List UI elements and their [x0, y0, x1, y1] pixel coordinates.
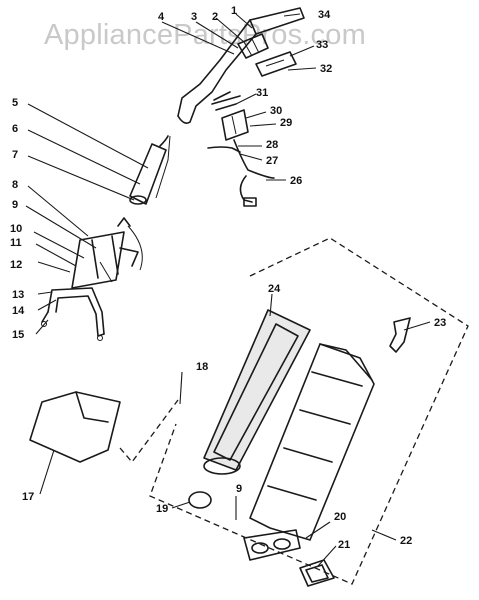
callout-9-bag: 9	[236, 483, 242, 495]
handle-bracket	[71, 217, 143, 289]
callout-labels: 1 2 3 4 5 6 7 8 9 9 10 11 12 13 14 15 17…	[10, 5, 446, 551]
callout-22: 22	[400, 535, 412, 547]
callout-33: 33	[316, 39, 328, 51]
watermark: AppliancePartsPros.com	[44, 19, 366, 51]
callout-14: 14	[12, 305, 25, 317]
callout-24: 24	[268, 283, 281, 295]
callout-7: 7	[12, 149, 18, 161]
callout-17: 17	[22, 491, 34, 503]
bag-collar	[243, 529, 301, 561]
callout-4: 4	[158, 11, 165, 23]
callout-8: 8	[12, 179, 18, 191]
leader-lines	[25, 13, 431, 567]
bag-clip	[389, 317, 411, 353]
callout-2: 2	[212, 11, 218, 23]
callout-12: 12	[10, 259, 22, 271]
callout-31: 31	[256, 87, 268, 99]
callout-19: 19	[156, 503, 168, 515]
callout-11: 11	[10, 237, 22, 249]
gasket	[299, 559, 335, 587]
inner-bag	[203, 309, 311, 475]
callout-34: 34	[318, 9, 331, 21]
callout-29: 29	[280, 117, 292, 129]
callout-21: 21	[338, 539, 350, 551]
callout-10: 10	[10, 223, 22, 235]
handle-tube	[129, 135, 171, 205]
callout-27: 27	[266, 155, 278, 167]
callout-3: 3	[191, 11, 197, 23]
callout-32: 32	[320, 63, 332, 75]
callout-28: 28	[266, 139, 278, 151]
bag-assembly-outline	[149, 237, 469, 585]
callout-26: 26	[290, 175, 302, 187]
callout-5: 5	[12, 97, 18, 109]
cover-connector	[119, 399, 179, 464]
callout-6: 6	[12, 123, 18, 135]
callout-1: 1	[231, 5, 237, 17]
callout-18: 18	[196, 361, 208, 373]
handle-grip	[177, 7, 305, 124]
ring	[188, 491, 212, 509]
cover	[29, 391, 121, 463]
callout-9: 9	[12, 199, 18, 211]
callout-15: 15	[12, 329, 24, 341]
switch-and-cord	[207, 91, 275, 207]
outer-bag	[249, 343, 375, 541]
switch-cover	[255, 51, 297, 77]
handle-bail	[41, 287, 105, 341]
callout-20: 20	[334, 511, 346, 523]
callout-30: 30	[270, 105, 282, 117]
callout-13: 13	[12, 289, 24, 301]
handle-ferrule	[237, 33, 269, 59]
callout-23: 23	[434, 317, 446, 329]
